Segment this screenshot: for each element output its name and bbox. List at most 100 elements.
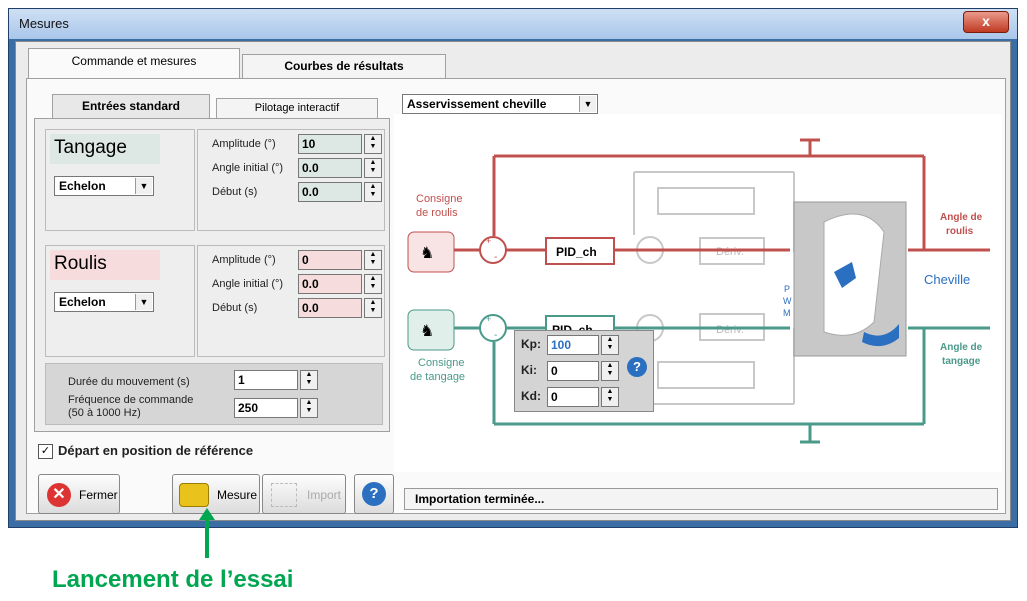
pwm-m: M	[783, 308, 791, 318]
control-diagram: Dériv. Dériv. PID_ch	[394, 114, 1002, 472]
mesure-button[interactable]: Mesure	[172, 474, 260, 514]
tangage-loop	[454, 326, 990, 444]
angle-tangage-line2: tangage	[942, 356, 981, 367]
tangage-mode-value: Echelon	[59, 179, 106, 193]
ankle-base-mark	[862, 324, 899, 347]
import-button[interactable]: Import	[262, 474, 346, 514]
roulis-amplitude-input[interactable]: 0	[298, 250, 362, 270]
tangage-debut-label: Début (s)	[212, 186, 258, 198]
ki-spinner[interactable]: ▲▼	[601, 361, 619, 381]
kd-input[interactable]: 0	[547, 387, 599, 407]
consigne-roulis-line1: Consigne	[416, 193, 462, 205]
minus-sign: -	[494, 330, 497, 341]
plus-sign: +	[486, 236, 491, 246]
roulis-group: Roulis Echelon ▼	[45, 245, 195, 357]
cheville-label: Cheville	[924, 272, 970, 287]
minus-sign: -	[494, 252, 497, 263]
ankle-logo-mark	[834, 262, 856, 288]
deriv-top-label: Dériv.	[716, 246, 744, 258]
kd-label: Kd:	[521, 389, 541, 403]
roulis-debut-label: Début (s)	[212, 302, 258, 314]
window-client: Commande et mesures Courbes de résultats…	[15, 41, 1011, 521]
frequence-range-label: (50 à 1000 Hz)	[68, 407, 141, 419]
roulis-amplitude-spinner[interactable]: ▲▼	[364, 250, 382, 270]
fermer-label: Fermer	[79, 488, 118, 502]
joystick-tangage-icon: ♞	[420, 323, 434, 340]
consigne-tangage-block	[407, 309, 455, 351]
ki-input[interactable]: 0	[547, 361, 599, 381]
tangage-group: Tangage Echelon▼	[45, 129, 195, 231]
duree-spinner[interactable]: ▲▼	[300, 370, 318, 390]
joystick-roulis-icon: ♞	[420, 245, 434, 262]
tangage-debut-input[interactable]: 0.0	[298, 182, 362, 202]
tangage-mode-select[interactable]: Echelon▼	[54, 176, 154, 196]
close-button[interactable]: x	[963, 11, 1009, 33]
roulis-amplitude-label: Amplitude (°)	[212, 254, 276, 266]
tangage-debut-spinner[interactable]: ▲▼	[364, 182, 382, 202]
import-label: Import	[307, 488, 342, 502]
diagram-background	[394, 114, 1002, 472]
tangage-amplitude-input[interactable]: 10	[298, 134, 362, 154]
depart-checkbox[interactable]: ✓	[38, 444, 53, 459]
roulis-debut-input[interactable]: 0.0	[298, 298, 362, 318]
pid-roulis-label: PID_ch	[556, 245, 597, 259]
consigne-roulis-block	[407, 231, 455, 273]
pwm-w: W	[783, 296, 792, 306]
kd-spinner[interactable]: ▲▼	[601, 387, 619, 407]
annotation-label: Lancement de l’essai	[52, 566, 294, 593]
frequence-input[interactable]: 250	[234, 398, 298, 418]
tangage-params: Amplitude (°) 10 ▲▼ Angle initial (°) 0.…	[197, 129, 385, 231]
angle-roulis-line2: roulis	[946, 226, 974, 237]
mesures-window: Mesures x Commande et mesures Courbes de…	[8, 8, 1018, 528]
roulis-mode-select[interactable]: Echelon ▼	[54, 292, 154, 312]
depart-label: Départ en position de référence	[58, 443, 254, 458]
fermer-button[interactable]: ✕ Fermer	[38, 474, 120, 514]
tangage-amplitude-spinner[interactable]: ▲▼	[364, 134, 382, 154]
kp-input[interactable]: 100	[547, 335, 599, 355]
tape-measure-icon	[179, 483, 209, 507]
mesure-label: Mesure	[217, 488, 258, 502]
close-circle-icon: ✕	[47, 483, 71, 507]
asservissement-select[interactable]: Asservissement cheville▼	[402, 94, 598, 114]
import-icon	[271, 483, 297, 507]
frequence-spinner[interactable]: ▲▼	[300, 398, 318, 418]
roulis-title: Roulis	[50, 250, 160, 280]
tab-entrees-standard[interactable]: Entrées standard	[52, 94, 210, 118]
help-icon: ?	[362, 482, 386, 506]
pid-params-panel: Kp: 100 ▲▼ Ki: 0 ▲▼ Kd: 0 ▲▼ ?	[514, 330, 654, 412]
help-icon[interactable]: ?	[627, 357, 647, 377]
timing-group: Durée du mouvement (s) 1 ▲▼ Fréquence de…	[45, 363, 383, 425]
roulis-debut-spinner[interactable]: ▲▼	[364, 298, 382, 318]
tab-commande-et-mesures[interactable]: Commande et mesures	[28, 48, 240, 78]
tab-courbes-de-resultats[interactable]: Courbes de résultats	[242, 54, 446, 78]
plus-sign: +	[486, 314, 491, 324]
angle-tangage-line1: Angle de	[940, 342, 983, 353]
roulis-angle-spinner[interactable]: ▲▼	[364, 274, 382, 294]
window-title: Mesures	[19, 16, 69, 31]
consigne-tangage-line1: Consigne	[418, 357, 464, 369]
roulis-mode-value: Echelon	[59, 295, 106, 309]
duree-input[interactable]: 1	[234, 370, 298, 390]
pid-roulis-block	[545, 237, 615, 265]
ki-label: Ki:	[521, 363, 537, 377]
tangage-amplitude-label: Amplitude (°)	[212, 138, 276, 150]
tab-pilotage-interactif[interactable]: Pilotage interactif	[216, 98, 378, 118]
deriv-bottom-label: Dériv.	[716, 324, 744, 336]
roulis-summator	[479, 236, 507, 264]
tangage-angle-spinner[interactable]: ▲▼	[364, 158, 382, 178]
tangage-angle-input[interactable]: 0.0	[298, 158, 362, 178]
tangage-title: Tangage	[50, 134, 160, 164]
roulis-angle-input[interactable]: 0.0	[298, 274, 362, 294]
consigne-tangage-line2: de tangage	[410, 371, 465, 383]
entrees-standard-panel: Tangage Echelon▼ Amplitude (°) 10 ▲▼ Ang…	[34, 118, 390, 432]
kp-spinner[interactable]: ▲▼	[601, 335, 619, 355]
roulis-angle-label: Angle initial (°)	[212, 278, 284, 290]
kp-label: Kp:	[521, 337, 541, 351]
chevron-down-icon: ▼	[135, 294, 152, 310]
pwm-p: P	[784, 284, 790, 294]
angle-roulis-line1: Angle de	[940, 212, 983, 223]
chevron-down-icon: ▼	[579, 96, 596, 112]
tangage-summator	[479, 314, 507, 342]
roulis-loop	[454, 138, 990, 252]
help-button[interactable]: ?	[354, 474, 394, 514]
